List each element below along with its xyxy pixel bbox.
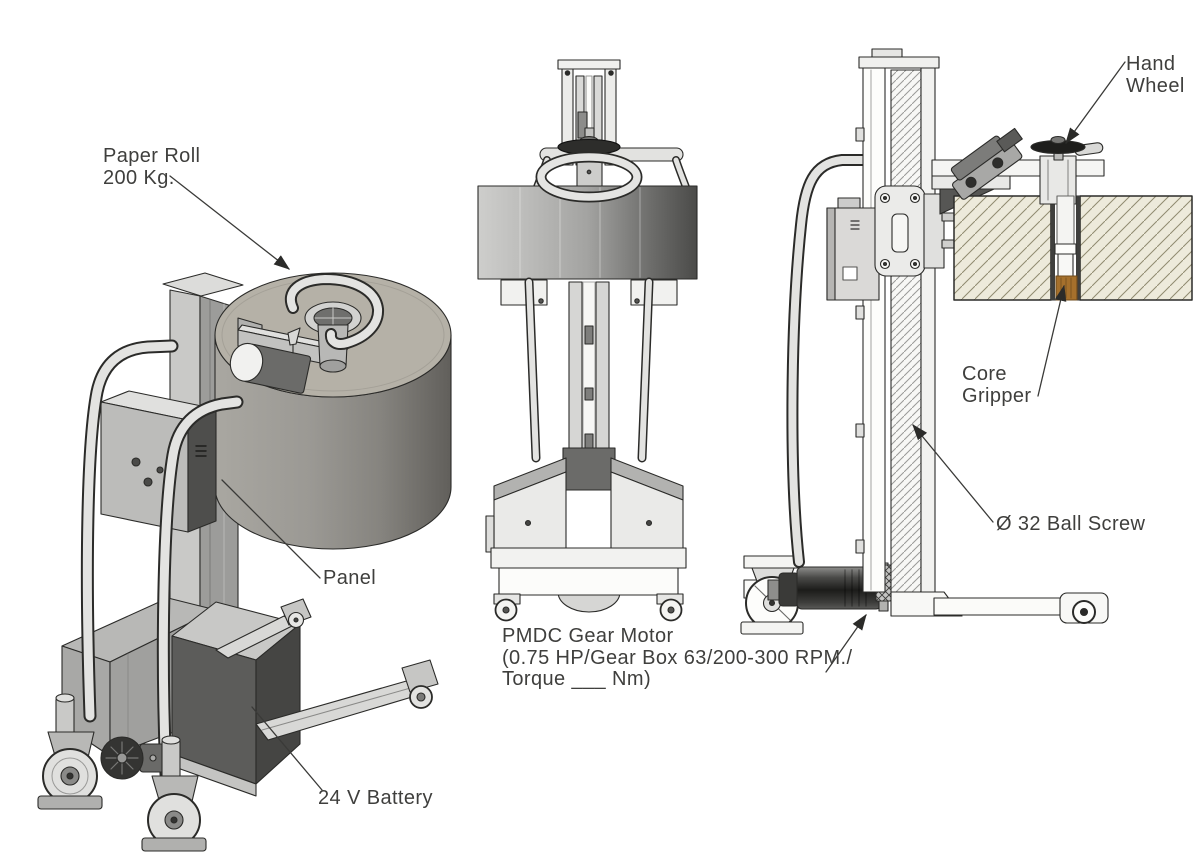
label-panel: Panel [323, 567, 377, 589]
leader-battery [251, 706, 323, 791]
panel-vent [195, 445, 207, 457]
push-handle [80, 339, 244, 781]
label-gear-motor: PMDC Gear Motor (0.75 HP/Gear Box 63/200… [502, 625, 853, 691]
grease-fitting [287, 327, 301, 346]
drive-wheel [100, 736, 167, 780]
leader-lines [169, 61, 1126, 791]
front-chassis [485, 447, 684, 553]
label-ball-screw: Ø 32 Ball Screw [996, 513, 1146, 535]
label-core-gripper: Core Gripper [962, 363, 1032, 407]
panel-knob [156, 466, 164, 474]
label-hand-wheel: Hand Wheel [1126, 53, 1185, 97]
side-mast [855, 48, 940, 593]
isometric-view [37, 272, 452, 852]
front-casters [37, 693, 207, 852]
leader-core-gripper [1037, 284, 1067, 397]
side-core-gripper [1039, 155, 1078, 301]
leader-hand-wheel [1065, 61, 1126, 145]
leader-panel [221, 479, 321, 579]
ball-screw-column [890, 69, 922, 593]
label-paper-roll: Paper Roll 200 Kg. [103, 145, 201, 189]
label-paper-roll-line2: 200 Kg. [103, 166, 175, 189]
leader-paper-roll [169, 175, 291, 270]
label-battery: 24 V Battery [318, 787, 433, 809]
side-base-leg [933, 592, 1109, 624]
battery-side [255, 623, 301, 785]
roll-mount-plates [500, 279, 678, 306]
front-base [490, 547, 687, 622]
side-view [740, 48, 1193, 635]
panel-knob [143, 477, 153, 487]
side-panel-box [826, 197, 880, 301]
side-push-handle [786, 154, 878, 568]
roll-loop-handle [285, 273, 384, 350]
front-loop-handle [535, 151, 643, 203]
front-lower-mast [524, 277, 654, 463]
label-paper-roll-line1: Paper Roll [103, 145, 201, 167]
lift-arm [229, 317, 350, 394]
panel-knob [131, 457, 141, 467]
front-hand-wheel [557, 127, 621, 156]
roll-striations [519, 187, 641, 278]
leader-ball-screw [912, 423, 994, 523]
leader-gear-motor [825, 613, 867, 673]
clamp-assembly [950, 127, 1023, 200]
front-mast-frame [557, 59, 621, 166]
arm-drum [229, 342, 312, 394]
fork-legs [215, 598, 439, 741]
mast-carriage [874, 185, 959, 277]
front-view [477, 59, 698, 622]
